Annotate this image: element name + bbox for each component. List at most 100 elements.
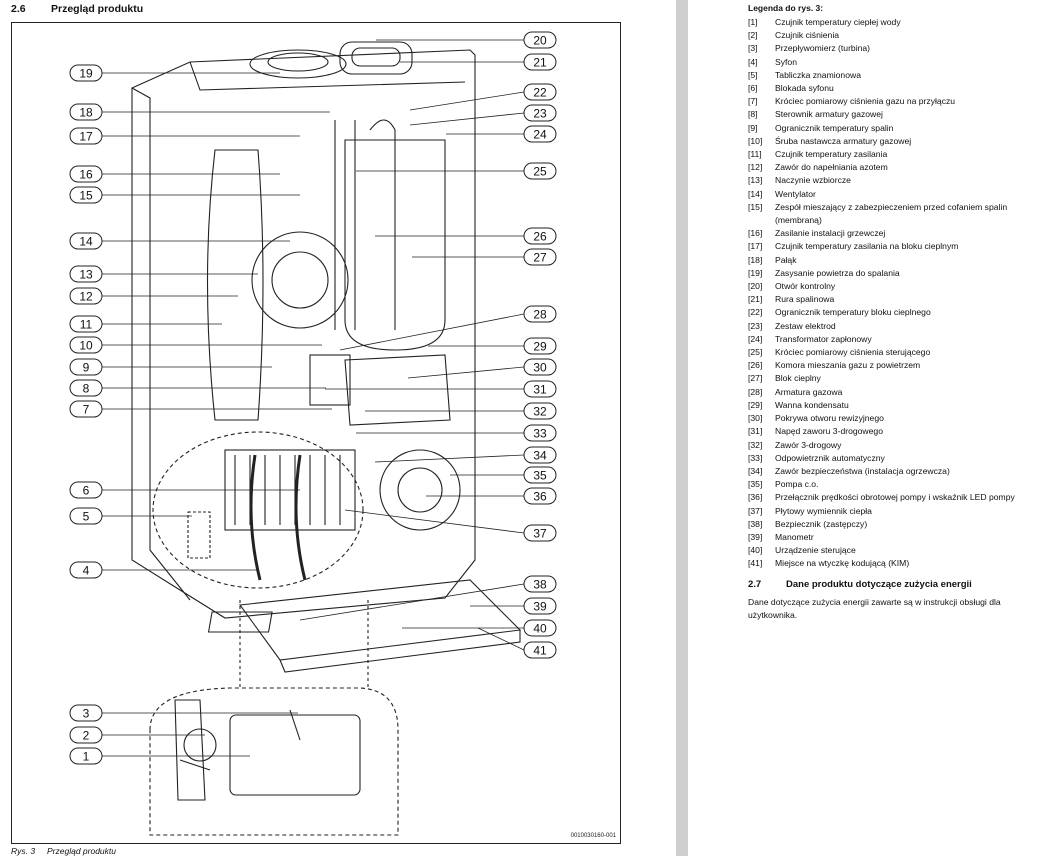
callout-36: 36 [533,490,547,504]
legend-item: [16]Zasilanie instalacji grzewczej [748,227,1048,240]
legend-item-text: Pompa c.o. [775,479,819,490]
legend-item: [23] Zestaw elektrod [748,320,1048,333]
legend-item-text: Manometr [775,531,814,542]
legend-item-text: Otwór kontrolny [775,281,836,292]
legend-item-text: Pałąk [775,254,797,265]
legend-item-number: [22] [748,307,763,318]
callout-18: 18 [79,106,93,120]
expansion-vessel-shape [206,149,264,421]
legend-item-text: Zawór bezpieczeństwa (instalacja ogrzewc… [775,465,950,476]
legend-item: [21]Rura spalinowa [748,293,1048,306]
legend-item-text: Urządzenie sterujące [775,545,856,556]
callout-16: 16 [79,168,93,182]
figure-code: 0010030160-001 [570,833,616,839]
legend-item: [30]Pokrywa otworu rewizyjnego [748,412,1048,425]
legend-item-text: Czujnik temperatury ciepłej wody [775,17,901,27]
callout-35: 35 [533,469,547,483]
lower-detail-frame [149,687,399,836]
legend-item-number: [38] [748,518,763,529]
legend-item-text: Napęd zaworu 3-drogowego [775,426,883,437]
legend-item: [5]Tabliczka znamionowa [748,69,1048,82]
legend-item: [33]Odpowietrznik automatyczny [748,452,1048,465]
legend-item: [34] Zawór bezpieczeństwa (instalacja ogr… [748,465,1048,478]
heat-block-shape [344,139,446,351]
legend-item: [31] Napęd zaworu 3-drogowego [748,425,1048,438]
legend-item-text: Wentylator [775,188,816,199]
legend-item: [9]Ogranicznik temperatury spalin [748,122,1048,135]
legend-item-text: Ogranicznik temperatury bloku cieplnego [775,307,931,318]
legend-item: [6] Blokada syfonu [748,82,1048,95]
legend-item-number: [10] [748,135,763,146]
legend-item: [25]Króciec pomiarowy ciśnienia sterując… [748,346,1048,359]
figure-caption: Rys. 3 Przegląd produktu [11,846,116,856]
legend-item: [3]Przepływomierz (turbina) [748,42,1048,55]
callout-26: 26 [533,230,547,244]
legend-item-number: [17] [748,241,763,252]
legend-item-number: [2] [748,30,758,41]
legend-item-number: [31] [748,426,763,437]
section-27-body: Dane dotyczące zużycia energii zawarte s… [748,597,1001,620]
legend-item-text: Ogranicznik temperatury spalin [775,122,894,133]
callout-31: 31 [533,383,547,397]
right-page [688,0,1051,856]
legend-item-text: Naczynie wzbiorcze [775,175,851,186]
callout-33: 33 [533,427,547,441]
legend-item: [15]Zespół mieszający z zabezpieczeniem … [748,201,1048,227]
legend-item-text: Miejsce na wtyczkę kodującą (KIM) [775,558,910,569]
callout-12: 12 [79,290,93,304]
callout-40: 40 [533,622,547,636]
legend-item-number: [30] [748,413,763,424]
legend-item: [40]Urządzenie sterujące [748,544,1048,557]
legend-item: [17]Czujnik temperatury zasilania na blo… [748,240,1048,253]
gas-valve-shape [309,354,351,406]
legend-item-text: Płytowy wymiennik ciepła [775,505,872,516]
legend-item-number: [20] [748,281,763,292]
callout-6: 6 [83,484,90,498]
callout-13: 13 [79,268,93,282]
legend-item-text: Śruba nastawcza armatury gazowej [775,135,912,146]
legend-item: [39]Manometr [748,531,1048,544]
callout-10: 10 [79,339,93,353]
callout-37: 37 [533,527,547,541]
legend-item: [2]Czujnik ciśnienia [748,29,1048,42]
legend-item-text: Króciec pomiarowy ciśnienia gazu na przy… [775,96,956,107]
legend-item: [41]Miejsce na wtyczkę kodującą (KIM) [748,557,1048,570]
legend-item-number: [6] [748,83,758,94]
callout-14: 14 [79,235,93,249]
callout-2: 2 [83,729,90,743]
callout-30: 30 [533,361,547,375]
legend-item-text: Blokada syfonu [775,83,834,94]
callout-41: 41 [533,644,547,658]
legend-item-number: [14] [748,188,763,199]
legend-item-number: [21] [748,294,763,305]
legend-item-number: [23] [748,320,763,331]
detail-circle [152,431,364,589]
legend-item-number: [1] [748,17,758,27]
callout-17: 17 [79,130,93,144]
legend-item-number: [24] [748,333,763,344]
callout-29: 29 [533,340,547,354]
legend-item-number: [16] [748,228,763,239]
legend-item-text: Zespół mieszający z zabezpieczeniem prze… [775,201,1008,226]
legend-item: [26]Komora mieszania gazu z powietrzem [748,359,1048,372]
caption-text: Przegląd produktu [47,846,116,856]
legend-item-number: [28] [748,386,763,397]
legend-item-text: Króciec pomiarowy ciśnienia sterującego [775,347,931,358]
callout-4: 4 [83,564,90,578]
air-intake-shape [249,49,347,79]
legend-item: [27]Blok cieplny [748,372,1048,385]
callout-25: 25 [533,165,547,179]
legend-item: [36]Przełącznik prędkości obrotowej pomp… [748,491,1048,504]
legend-item-text: Zestaw elektrod [775,320,836,331]
caption-number: Rys. 3 [11,846,36,856]
nameplate-shape [187,511,211,559]
callout-11: 11 [80,318,93,332]
legend-item-number: [37] [748,505,763,516]
legend-item-number: [12] [748,162,763,173]
callout-8: 8 [83,382,90,396]
legend-item-number: [34] [748,465,763,476]
legend-item-text: Zawór 3-drogowy [775,439,842,450]
